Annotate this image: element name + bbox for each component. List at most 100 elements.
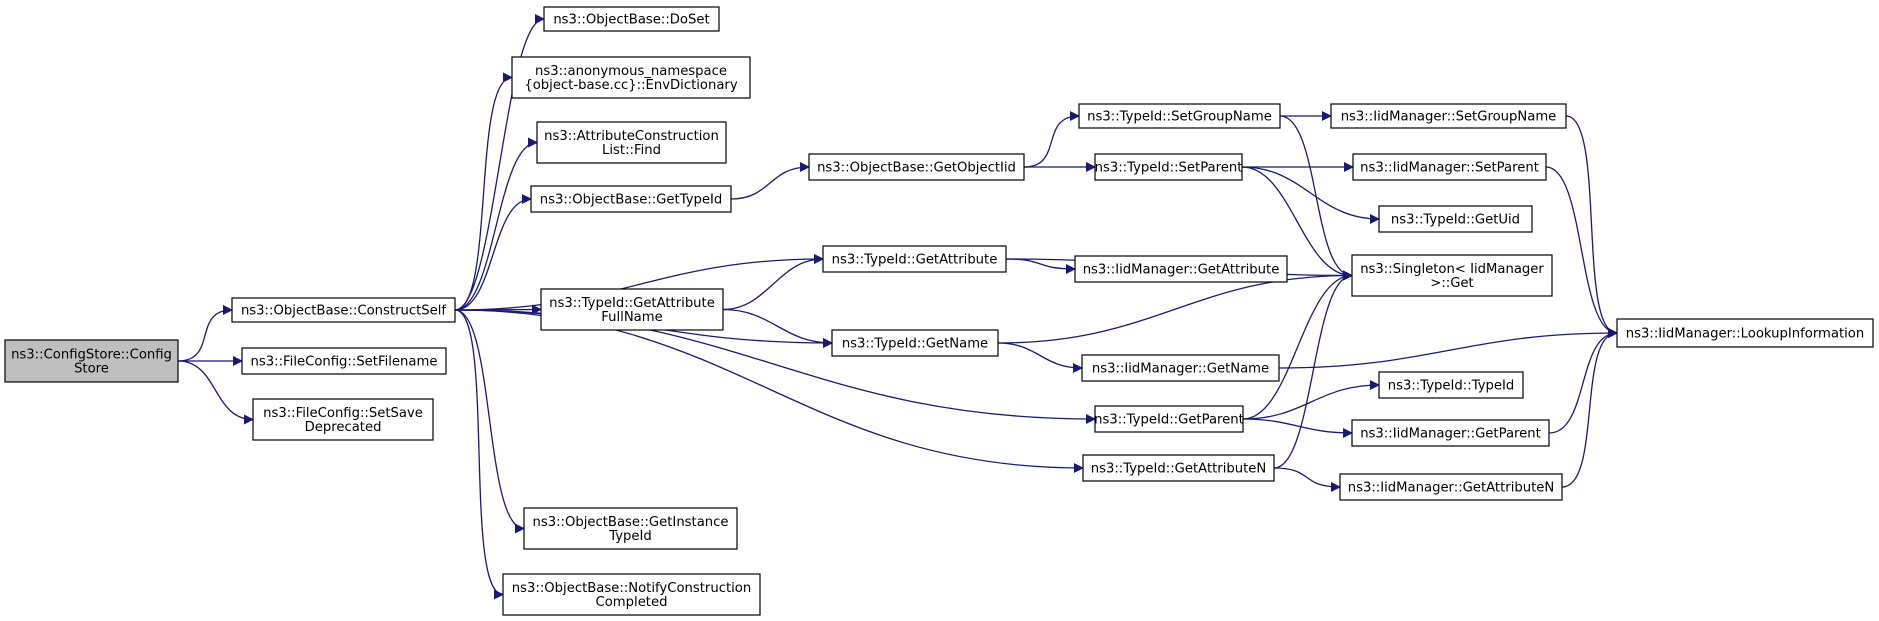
node-setfn[interactable]: ns3::FileConfig::SetFilename <box>241 347 447 375</box>
node-goi[interactable]: ns3::ObjectBase::GetObjectIid <box>808 153 1025 181</box>
node-label: Store <box>74 362 109 377</box>
node-label: ns3::ObjectBase::NotifyConstruction <box>512 581 751 596</box>
node-box <box>1351 419 1550 447</box>
node-tgan[interactable]: ns3::TypeId::GetAttributeN <box>1082 454 1275 482</box>
node-imsgn[interactable]: ns3::IidManager::SetGroupName <box>1330 103 1567 129</box>
node-sget[interactable]: ns3::Singleton< IidManager>::Get <box>1351 254 1553 297</box>
node-label: ns3::TypeId::SetGroupName <box>1087 110 1272 125</box>
node-label: ns3::TypeId::GetUid <box>1391 213 1520 228</box>
node-box <box>4 339 179 383</box>
node-box <box>831 329 999 357</box>
edge-tsp-to-tgu <box>1241 166 1380 224</box>
edge-tgan-to-sget <box>1273 270 1353 469</box>
node-label: ns3::IidManager::SetParent <box>1360 161 1539 176</box>
node-label: ns3::TypeId::GetName <box>842 337 988 352</box>
node-box <box>241 347 447 375</box>
node-label: ns3::IidManager::GetName <box>1092 362 1269 377</box>
edge-tgn-to-sget <box>997 270 1353 344</box>
node-imga[interactable]: ns3::IidManager::GetAttribute <box>1074 255 1288 283</box>
node-box <box>1378 205 1533 233</box>
node-imgn[interactable]: ns3::IidManager::GetName <box>1081 354 1280 382</box>
node-box <box>822 245 1007 273</box>
node-label: ns3::TypeId::TypeId <box>1388 379 1515 394</box>
node-label: ns3::ObjectBase::GetTypeId <box>540 193 723 208</box>
node-box <box>1094 405 1244 433</box>
node-label: ns3::TypeId::GetAttributeN <box>1091 462 1267 477</box>
edge-tgafn-to-tga <box>722 254 824 311</box>
node-label: Deprecated <box>305 420 382 435</box>
edge-tsgn-to-sget <box>1279 115 1353 281</box>
node-gtid[interactable]: ns3::ObjectBase::GetTypeId <box>530 185 732 213</box>
node-label: {object-base.cc}::EnvDictionary <box>524 78 738 93</box>
node-imsp[interactable]: ns3::IidManager::SetParent <box>1352 153 1547 181</box>
node-box <box>543 6 720 32</box>
node-box <box>540 288 724 331</box>
node-label: ns3::TypeId::GetParent <box>1094 413 1244 428</box>
node-imgan[interactable]: ns3::IidManager::GetAttributeN <box>1339 473 1563 501</box>
node-label: List::Find <box>602 143 661 158</box>
edge-goi-to-tsgn <box>1023 111 1080 168</box>
node-label: ns3::IidManager::LookupInformation <box>1626 327 1864 342</box>
node-label: ns3::IidManager::GetAttribute <box>1083 263 1280 278</box>
edge-imgp-to-imli <box>1548 328 1618 434</box>
edge-imsp-to-imli <box>1545 166 1618 338</box>
node-label: FullName <box>601 310 662 325</box>
node-tgn[interactable]: ns3::TypeId::GetName <box>831 329 999 357</box>
node-label: ns3::anonymous_namespace <box>535 64 727 79</box>
node-box <box>1082 454 1275 482</box>
node-box <box>1094 153 1243 181</box>
node-box <box>1081 354 1280 382</box>
node-label: TypeId <box>608 529 652 544</box>
node-cs[interactable]: ns3::ConfigStore::ConfigStore <box>4 339 179 383</box>
node-box <box>1078 103 1281 129</box>
node-box <box>511 56 751 99</box>
edge-cself-to-acl <box>454 137 538 311</box>
edge-cself-to-nc <box>454 309 504 600</box>
edge-cs-to-setsd <box>177 360 254 425</box>
node-label: ns3::TypeId::GetAttribute <box>549 296 715 311</box>
node-cself[interactable]: ns3::ObjectBase::ConstructSelf <box>231 297 456 323</box>
edge-tgafn-to-tgn <box>722 308 833 348</box>
node-label: ns3::IidManager::SetGroupName <box>1341 110 1557 125</box>
node-tga[interactable]: ns3::TypeId::GetAttribute <box>822 245 1007 273</box>
node-tsgn[interactable]: ns3::TypeId::SetGroupName <box>1078 103 1281 129</box>
edge-tgp-to-imgp <box>1242 418 1353 438</box>
node-box <box>502 573 761 616</box>
node-box <box>231 297 456 323</box>
node-doset[interactable]: ns3::ObjectBase::DoSet <box>543 6 720 32</box>
node-label: >::Get <box>1430 276 1473 291</box>
node-box <box>1352 153 1547 181</box>
node-label: ns3::ObjectBase::GetInstance <box>532 515 728 530</box>
node-box <box>1351 254 1553 297</box>
nodes-layer: ns3::ConfigStore::ConfigStorens3::Object… <box>4 6 1874 616</box>
node-imli[interactable]: ns3::IidManager::LookupInformation <box>1616 318 1874 348</box>
node-imgp[interactable]: ns3::IidManager::GetParent <box>1351 419 1550 447</box>
node-tsp[interactable]: ns3::TypeId::SetParent <box>1094 153 1243 181</box>
edge-cself-to-gitid <box>454 309 525 534</box>
node-ttid[interactable]: ns3::TypeId::TypeId <box>1378 371 1524 399</box>
node-nc[interactable]: ns3::ObjectBase::NotifyConstructionCompl… <box>502 573 761 616</box>
node-box <box>536 121 727 164</box>
edge-tgn-to-imgn <box>997 342 1083 373</box>
node-box <box>523 507 738 550</box>
edge-cself-to-gtid <box>454 194 532 311</box>
node-box <box>1074 255 1288 283</box>
node-tgu[interactable]: ns3::TypeId::GetUid <box>1378 205 1533 233</box>
edge-tgan-to-imgan <box>1273 467 1341 492</box>
node-box <box>1378 371 1524 399</box>
edge-cself-to-envd <box>454 72 513 311</box>
edge-imgn-to-imli <box>1278 328 1618 369</box>
edge-tsp-to-sget <box>1241 166 1353 281</box>
node-label: ns3::ObjectBase::DoSet <box>553 13 709 28</box>
node-label: ns3::IidManager::GetAttributeN <box>1348 481 1555 496</box>
edge-cs-to-cself <box>177 305 233 362</box>
node-envd[interactable]: ns3::anonymous_namespace{object-base.cc}… <box>511 56 751 99</box>
node-label: ns3::FileConfig::SetFilename <box>251 355 438 370</box>
node-tgp[interactable]: ns3::TypeId::GetParent <box>1094 405 1244 433</box>
edge-tga-to-imga <box>1005 258 1076 274</box>
